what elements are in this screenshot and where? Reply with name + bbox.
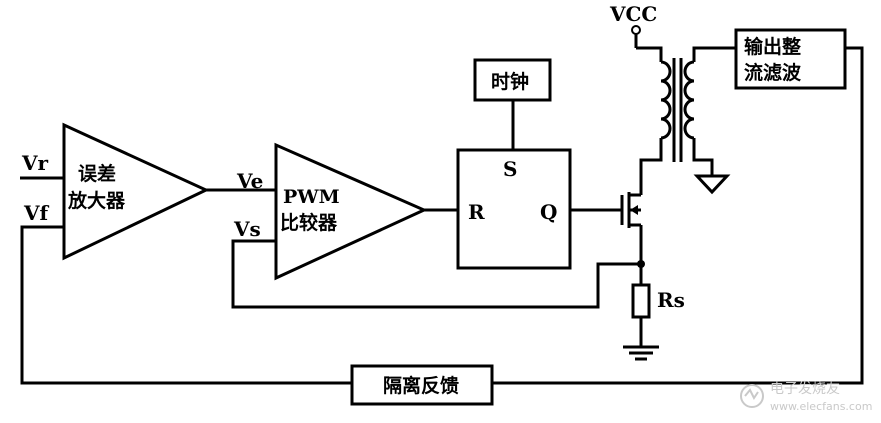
sense-node (637, 260, 645, 268)
input-vf-label: Vf (23, 201, 50, 225)
transformer-secondary-coil (683, 60, 695, 140)
wire-secondary-top (692, 46, 736, 62)
wire-feedback-right (492, 46, 864, 385)
wire-primary-top (636, 46, 663, 62)
clock-label: 时钟 (491, 70, 529, 93)
clock-block: 时钟 (473, 58, 552, 102)
vcc-terminal: VCC (609, 2, 657, 35)
isolation-feedback-label: 隔离反馈 (383, 374, 459, 397)
pwm-comparator: PWM 比较器 (274, 142, 428, 281)
watermark-logo-icon (740, 384, 764, 408)
rs-label: Rs (657, 288, 685, 312)
output-block-label-1: 输出整 (744, 35, 801, 58)
sense-resistor: Rs (631, 283, 685, 319)
mosfet-arrow-icon (630, 205, 638, 215)
primary-ground-icon (623, 345, 659, 361)
transformer (660, 58, 695, 162)
wire-vs-loop (231, 239, 641, 309)
output-rectifier-filter-block: 输出整 流滤波 (734, 28, 847, 90)
vcc-label: VCC (609, 2, 657, 26)
secondary-ground-icon (693, 174, 731, 195)
input-vs-label: Vs (233, 217, 261, 241)
output-block-label-2: 流滤波 (744, 61, 802, 84)
input-vr-label: Vr (21, 151, 49, 175)
flipflop-s-label: S (503, 157, 517, 181)
isolation-feedback-block: 隔离反馈 (350, 364, 494, 406)
mosfet-switch (620, 192, 641, 228)
error-amplifier: 误差 放大器 (62, 122, 210, 261)
wires (20, 34, 864, 385)
error-amplifier-label-2: 放大器 (67, 189, 126, 212)
flipflop-r-label: R (468, 200, 485, 224)
flipflop-q-label: Q (540, 200, 557, 224)
error-amplifier-label-1: 误差 (78, 162, 116, 185)
rs-flipflop: S R Q (456, 148, 572, 270)
watermark-brand: 电子发烧友 (770, 381, 840, 397)
wire-primary-bottom (639, 138, 663, 195)
pwm-comparator-label-2: 比较器 (280, 211, 338, 234)
watermark-url: www.elecfans.com (770, 400, 872, 413)
wire-vf-feedback (20, 225, 352, 385)
input-ve-label: Ve (236, 169, 263, 193)
watermark: 电子发烧友 www.elecfans.com (740, 381, 872, 413)
pwm-comparator-label-1: PWM (283, 186, 340, 208)
wire-secondary-bottom (692, 138, 714, 176)
transformer-primary-coil (660, 60, 672, 140)
